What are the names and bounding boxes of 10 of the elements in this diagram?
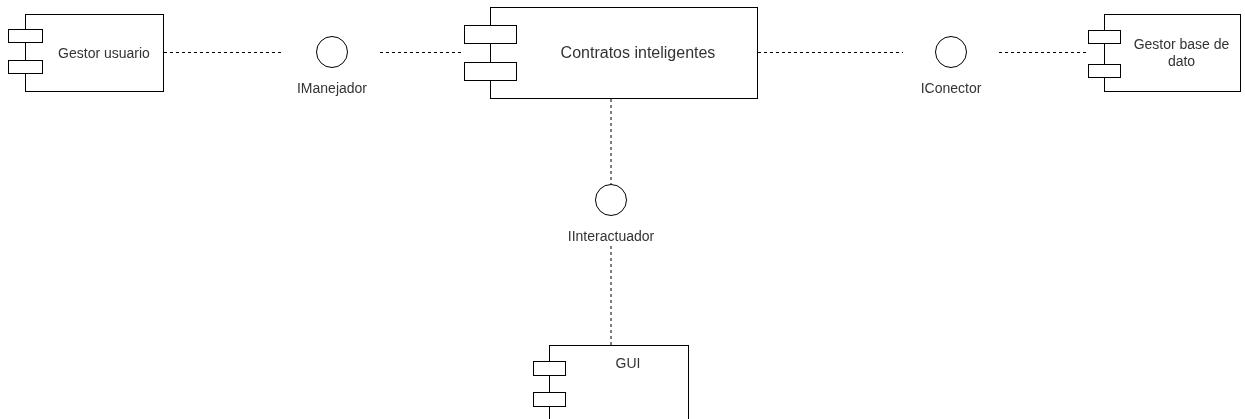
component-name: GUI — [615, 355, 641, 372]
interface-label: IConector — [920, 80, 982, 96]
interface-label: IManejador — [296, 80, 367, 96]
interface-label: IInteractuador — [567, 228, 655, 244]
dashed-connector — [998, 52, 1089, 53]
dashed-connector — [610, 245, 612, 346]
component-name: Gestor usuario — [58, 44, 150, 62]
component-name: Gestor base de dato — [1132, 36, 1231, 70]
dashed-connector — [757, 52, 904, 53]
component-name: Contratos inteligentes — [560, 44, 716, 62]
